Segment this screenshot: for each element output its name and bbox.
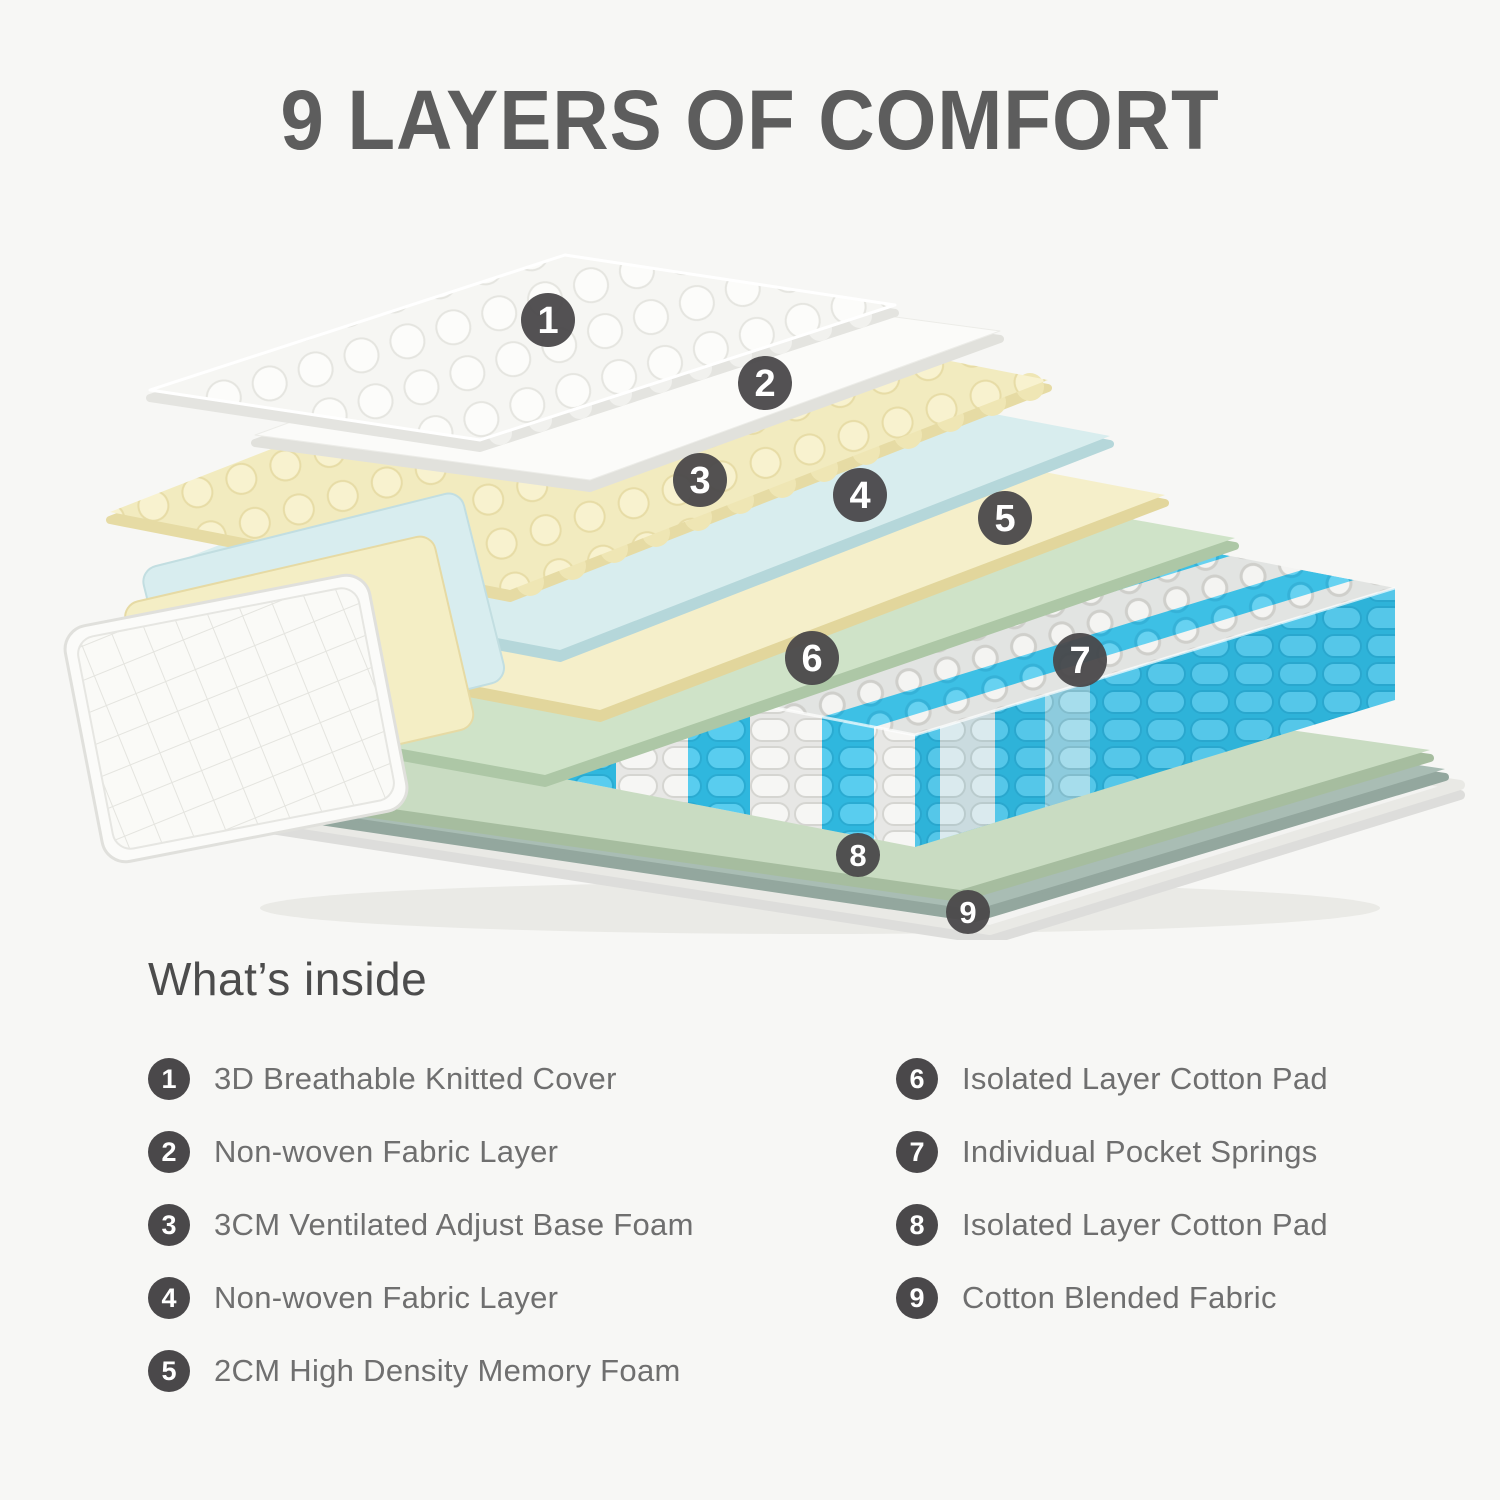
side-cover-curl: [63, 492, 505, 864]
inside-list-left: 1 3D Breathable Knitted Cover 2 Non-wove…: [148, 1058, 694, 1392]
svg-text:1: 1: [537, 300, 558, 342]
list-item: 6 Isolated Layer Cotton Pad: [896, 1058, 1328, 1100]
list-item: 2 Non-woven Fabric Layer: [148, 1131, 694, 1173]
svg-text:6: 6: [801, 638, 822, 680]
marker-2: 2: [738, 356, 792, 410]
svg-text:9: 9: [959, 895, 976, 930]
item-number-badge: 2: [148, 1131, 190, 1173]
marker-4: 4: [833, 468, 887, 522]
svg-text:8: 8: [849, 838, 866, 873]
list-item: 7 Individual Pocket Springs: [896, 1131, 1328, 1173]
item-label: Cotton Blended Fabric: [962, 1280, 1277, 1315]
item-number-badge: 1: [148, 1058, 190, 1100]
marker-5: 5: [978, 491, 1032, 545]
item-label: 3CM Ventilated Adjust Base Foam: [214, 1207, 694, 1242]
list-item: 5 2CM High Density Memory Foam: [148, 1350, 694, 1392]
item-number-badge: 9: [896, 1277, 938, 1319]
list-item: 1 3D Breathable Knitted Cover: [148, 1058, 694, 1100]
mattress-diagram-container: 1 2 3 4 5 6 7: [0, 240, 1500, 945]
svg-text:5: 5: [994, 498, 1015, 540]
list-item: 8 Isolated Layer Cotton Pad: [896, 1204, 1328, 1246]
mattress-layers-diagram: 1 2 3 4 5 6 7: [63, 253, 1465, 945]
item-number-badge: 5: [148, 1350, 190, 1392]
item-label: 3D Breathable Knitted Cover: [214, 1061, 617, 1096]
item-label: Individual Pocket Springs: [962, 1134, 1318, 1169]
marker-7: 7: [1053, 633, 1107, 687]
svg-text:2: 2: [754, 363, 775, 405]
svg-text:3: 3: [689, 460, 710, 502]
marker-8: 8: [836, 833, 880, 877]
item-number-badge: 7: [896, 1131, 938, 1173]
item-number-badge: 8: [896, 1204, 938, 1246]
item-label: Isolated Layer Cotton Pad: [962, 1061, 1328, 1096]
list-item: 3 3CM Ventilated Adjust Base Foam: [148, 1204, 694, 1246]
item-label: 2CM High Density Memory Foam: [214, 1353, 681, 1388]
item-label: Non-woven Fabric Layer: [214, 1280, 559, 1315]
inside-heading: What’s inside: [148, 953, 428, 1005]
item-number-badge: 4: [148, 1277, 190, 1319]
item-number-badge: 3: [148, 1204, 190, 1246]
marker-6: 6: [785, 631, 839, 685]
layer-1-knitted-cover: [146, 253, 899, 452]
inside-list-right: 6 Isolated Layer Cotton Pad 7 Individual…: [896, 1058, 1328, 1319]
svg-text:7: 7: [1069, 640, 1090, 682]
list-item: 9 Cotton Blended Fabric: [896, 1277, 1328, 1319]
marker-3: 3: [673, 453, 727, 507]
item-number-badge: 6: [896, 1058, 938, 1100]
item-label: Isolated Layer Cotton Pad: [962, 1207, 1328, 1242]
marker-9: 9: [946, 890, 990, 934]
item-label: Non-woven Fabric Layer: [214, 1134, 559, 1169]
svg-text:4: 4: [849, 475, 870, 517]
marker-1: 1: [521, 293, 575, 347]
list-item: 4 Non-woven Fabric Layer: [148, 1277, 694, 1319]
page-title: 9 LAYERS OF COMFORT: [280, 73, 1220, 167]
